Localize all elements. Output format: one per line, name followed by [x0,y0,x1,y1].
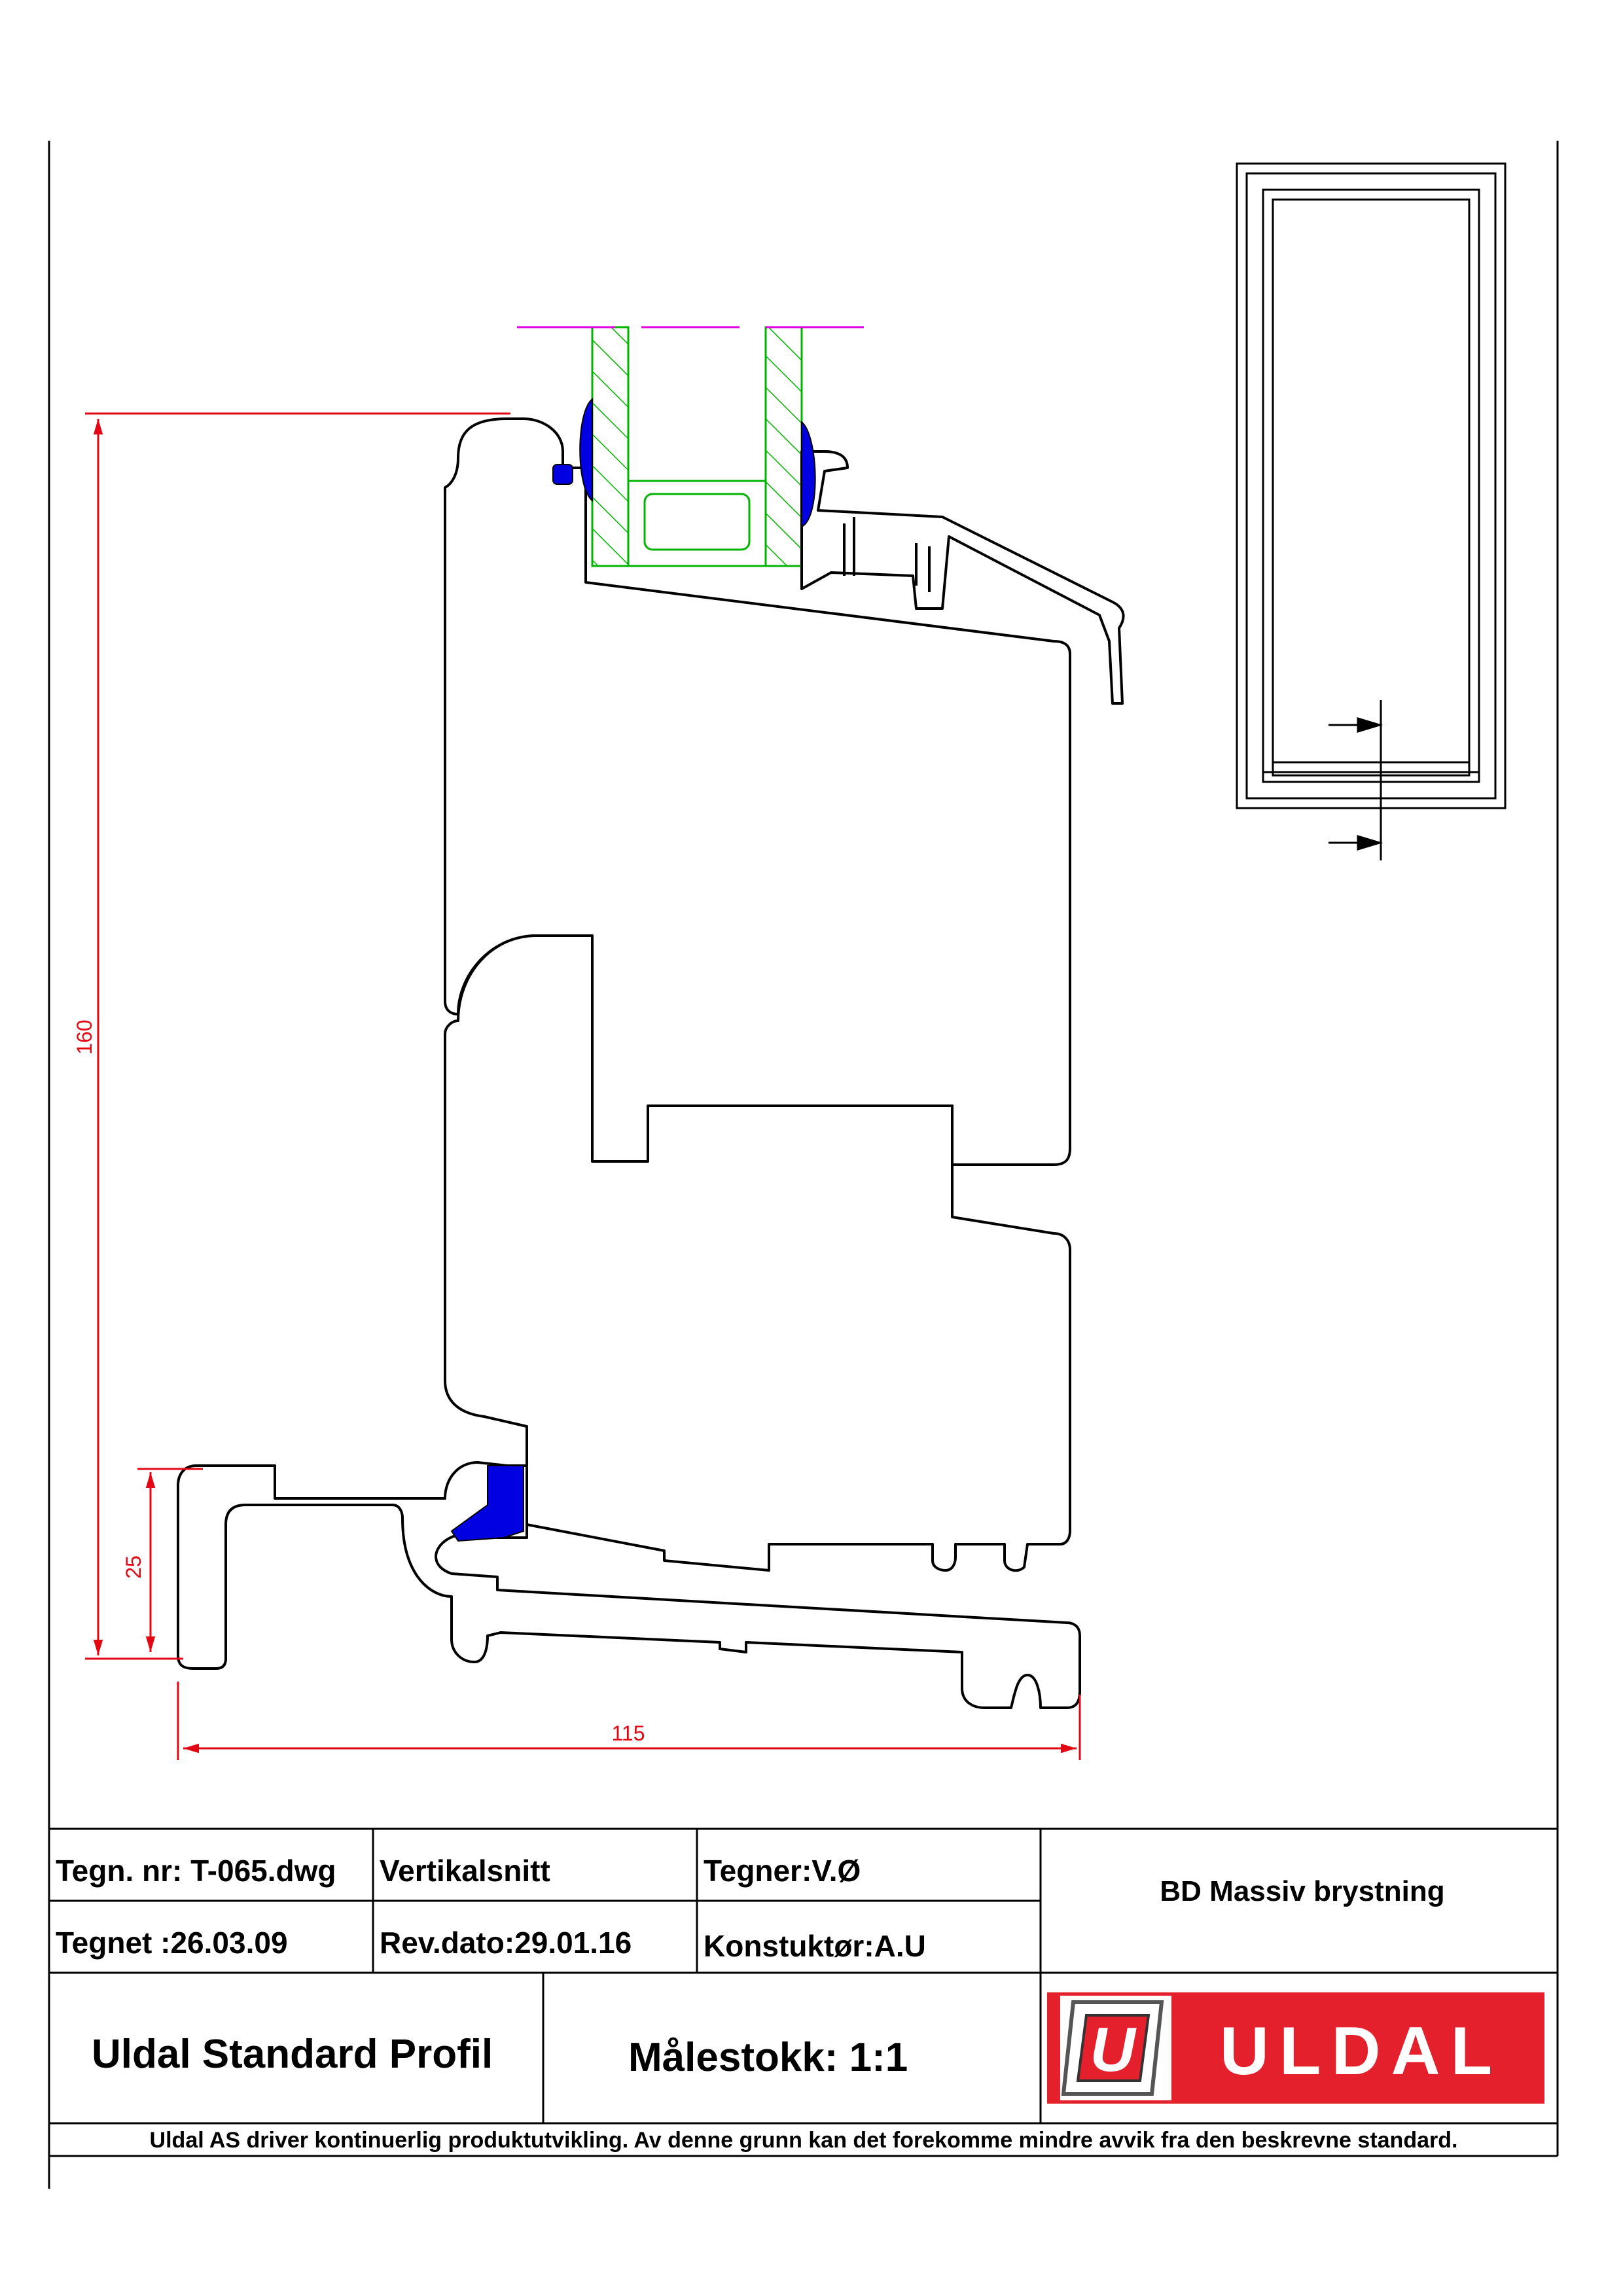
scale: Målestokk: 1:1 [628,2035,908,2080]
constructor: Konstuktør:A.U [704,1929,926,1963]
glazing-bead [800,450,1125,705]
gaskets [450,397,816,1542]
key-plan-elevation [1236,162,1507,860]
drawn-by: Tegner:V.Ø [704,1854,861,1888]
dimension-height-total: 160 [73,1019,96,1054]
dimension-height-sill: 25 [122,1555,145,1579]
revision-date: Rev.dato:29.01.16 [380,1926,632,1960]
product-name: BD Massiv brystning [1160,1875,1444,1907]
logo-emblem-letter: U [1090,2015,1137,2085]
disclaimer: Uldal AS driver kontinuerlig produktutvi… [150,2128,1458,2153]
title-block-grid [49,1828,1559,2157]
dimension-lines [85,412,1081,1760]
drawing-number: Tegn. nr: T-065.dwg [56,1854,336,1888]
frame-profile [177,417,1081,1709]
profile-name: Uldal Standard Profil [92,2032,493,2077]
drawn-date: Tegnet :26.03.09 [56,1926,288,1960]
view-name: Vertikalsnitt [380,1854,550,1888]
dimension-width: 115 [611,1722,645,1745]
sheet-frame [48,141,1559,2189]
logo-wordmark: ULDAL [1220,2013,1503,2089]
uldal-logo [1047,1992,1544,2104]
